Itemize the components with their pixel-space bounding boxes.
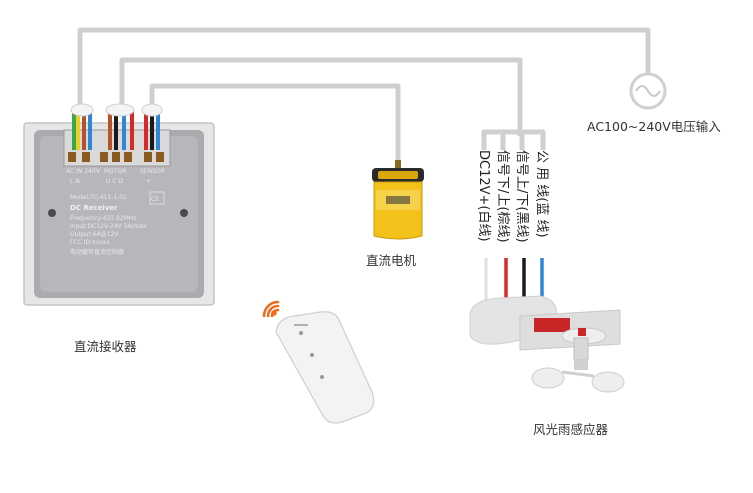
sensor-label: 风光雨感应器 xyxy=(533,422,609,437)
motor-label: 直流电机 xyxy=(366,253,417,268)
ac-power-wire xyxy=(77,27,651,108)
receiver-spec-2: Input:DC12V-24V 3A/max xyxy=(70,223,147,230)
weather-sensor xyxy=(469,295,625,393)
dc-motor xyxy=(372,160,424,240)
connection-wires xyxy=(77,27,651,162)
remote-up-button xyxy=(299,331,303,335)
wifi-signal-icon xyxy=(262,300,280,318)
terminal-pins-sensor: + - xyxy=(146,178,155,185)
svg-text:CE: CE xyxy=(151,196,159,203)
remote-stop-button xyxy=(310,353,314,357)
receiver-unit: AC IN 240V MOTOR SENSOR L N U C D + - Mo… xyxy=(23,103,215,306)
receiver-spec-4: FCC ID:xxxxx xyxy=(70,239,110,246)
receiver-label: 直流接收器 xyxy=(74,339,137,354)
receiver-title: DC Receiver xyxy=(70,204,118,212)
wire-label-signal-down-up: 信号下/上(棕线) xyxy=(495,150,510,243)
sensor-branch-wires xyxy=(481,129,546,150)
sensor-colored-wires xyxy=(484,258,544,300)
motor-wire xyxy=(149,83,401,162)
power-input-label: AC100~240V电压输入 xyxy=(587,119,721,134)
ac-source-icon xyxy=(629,72,667,110)
wire-label-signal-up-down: 信号上/下(黑线) xyxy=(514,150,529,243)
terminal-label-ac: AC IN 240V xyxy=(66,168,101,175)
terminal-label-motor: MOTOR xyxy=(104,168,126,175)
receiver-spec-3: Output:6A@12V xyxy=(70,231,119,238)
wire-label-common: 公 用 线(蓝 线) xyxy=(534,150,549,238)
terminal-pins-motor: U C D xyxy=(106,178,123,185)
receiver-brand: 电动窗帘直流控制器 xyxy=(70,248,124,256)
receiver-spec-1: Frequency:433.92MHz xyxy=(70,215,136,222)
wire-label-dc12v: DC12V+(白线) xyxy=(476,150,492,242)
terminal-label-sensor: SENSOR xyxy=(140,168,165,175)
terminal-pins-ac: L N xyxy=(70,178,80,185)
remote-control xyxy=(275,311,375,424)
remote-down-button xyxy=(320,375,324,379)
sensor-wire xyxy=(119,57,523,136)
receiver-model: Model:TC-411-1-02 xyxy=(70,194,127,201)
